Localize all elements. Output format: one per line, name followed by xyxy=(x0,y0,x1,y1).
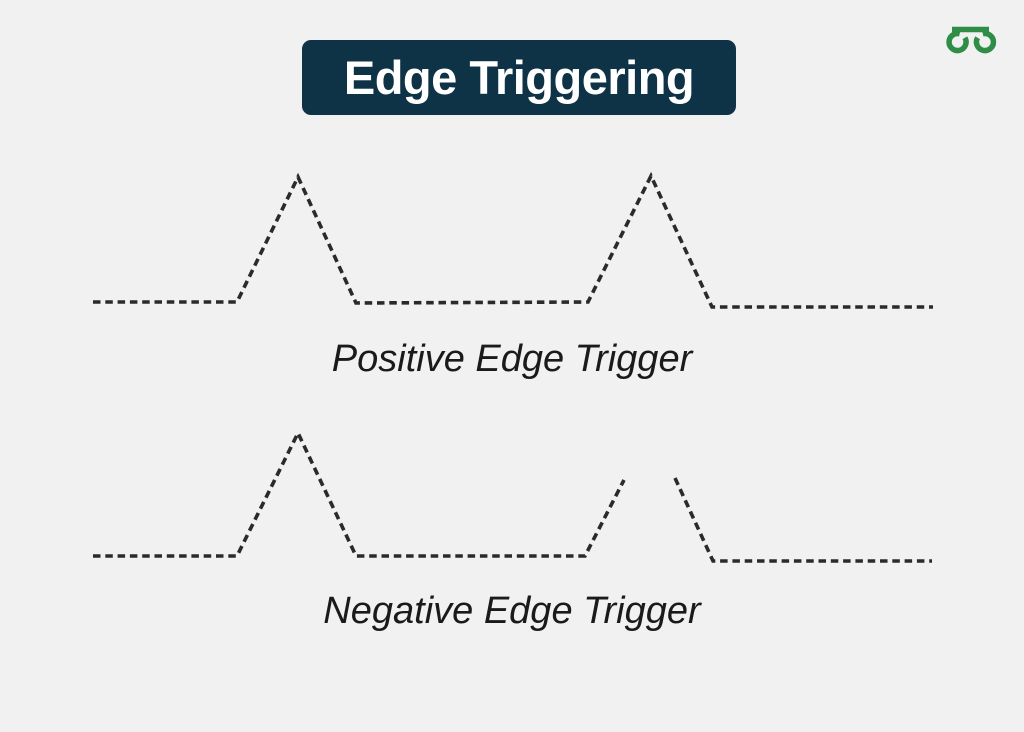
logo-right-g xyxy=(973,30,997,54)
negative-edge-waveform xyxy=(93,428,932,563)
logo-left-g xyxy=(946,30,969,54)
negative-edge-trigger-label: Negative Edge Trigger xyxy=(323,590,701,632)
positive-edge-trigger-label: Positive Edge Trigger xyxy=(331,338,693,380)
page-title: Edge Triggering xyxy=(343,51,695,104)
positive-edge-waveform xyxy=(93,171,933,309)
geeksforgeeks-logo-icon xyxy=(946,26,997,54)
title-banner: Edge Triggering xyxy=(302,40,736,115)
